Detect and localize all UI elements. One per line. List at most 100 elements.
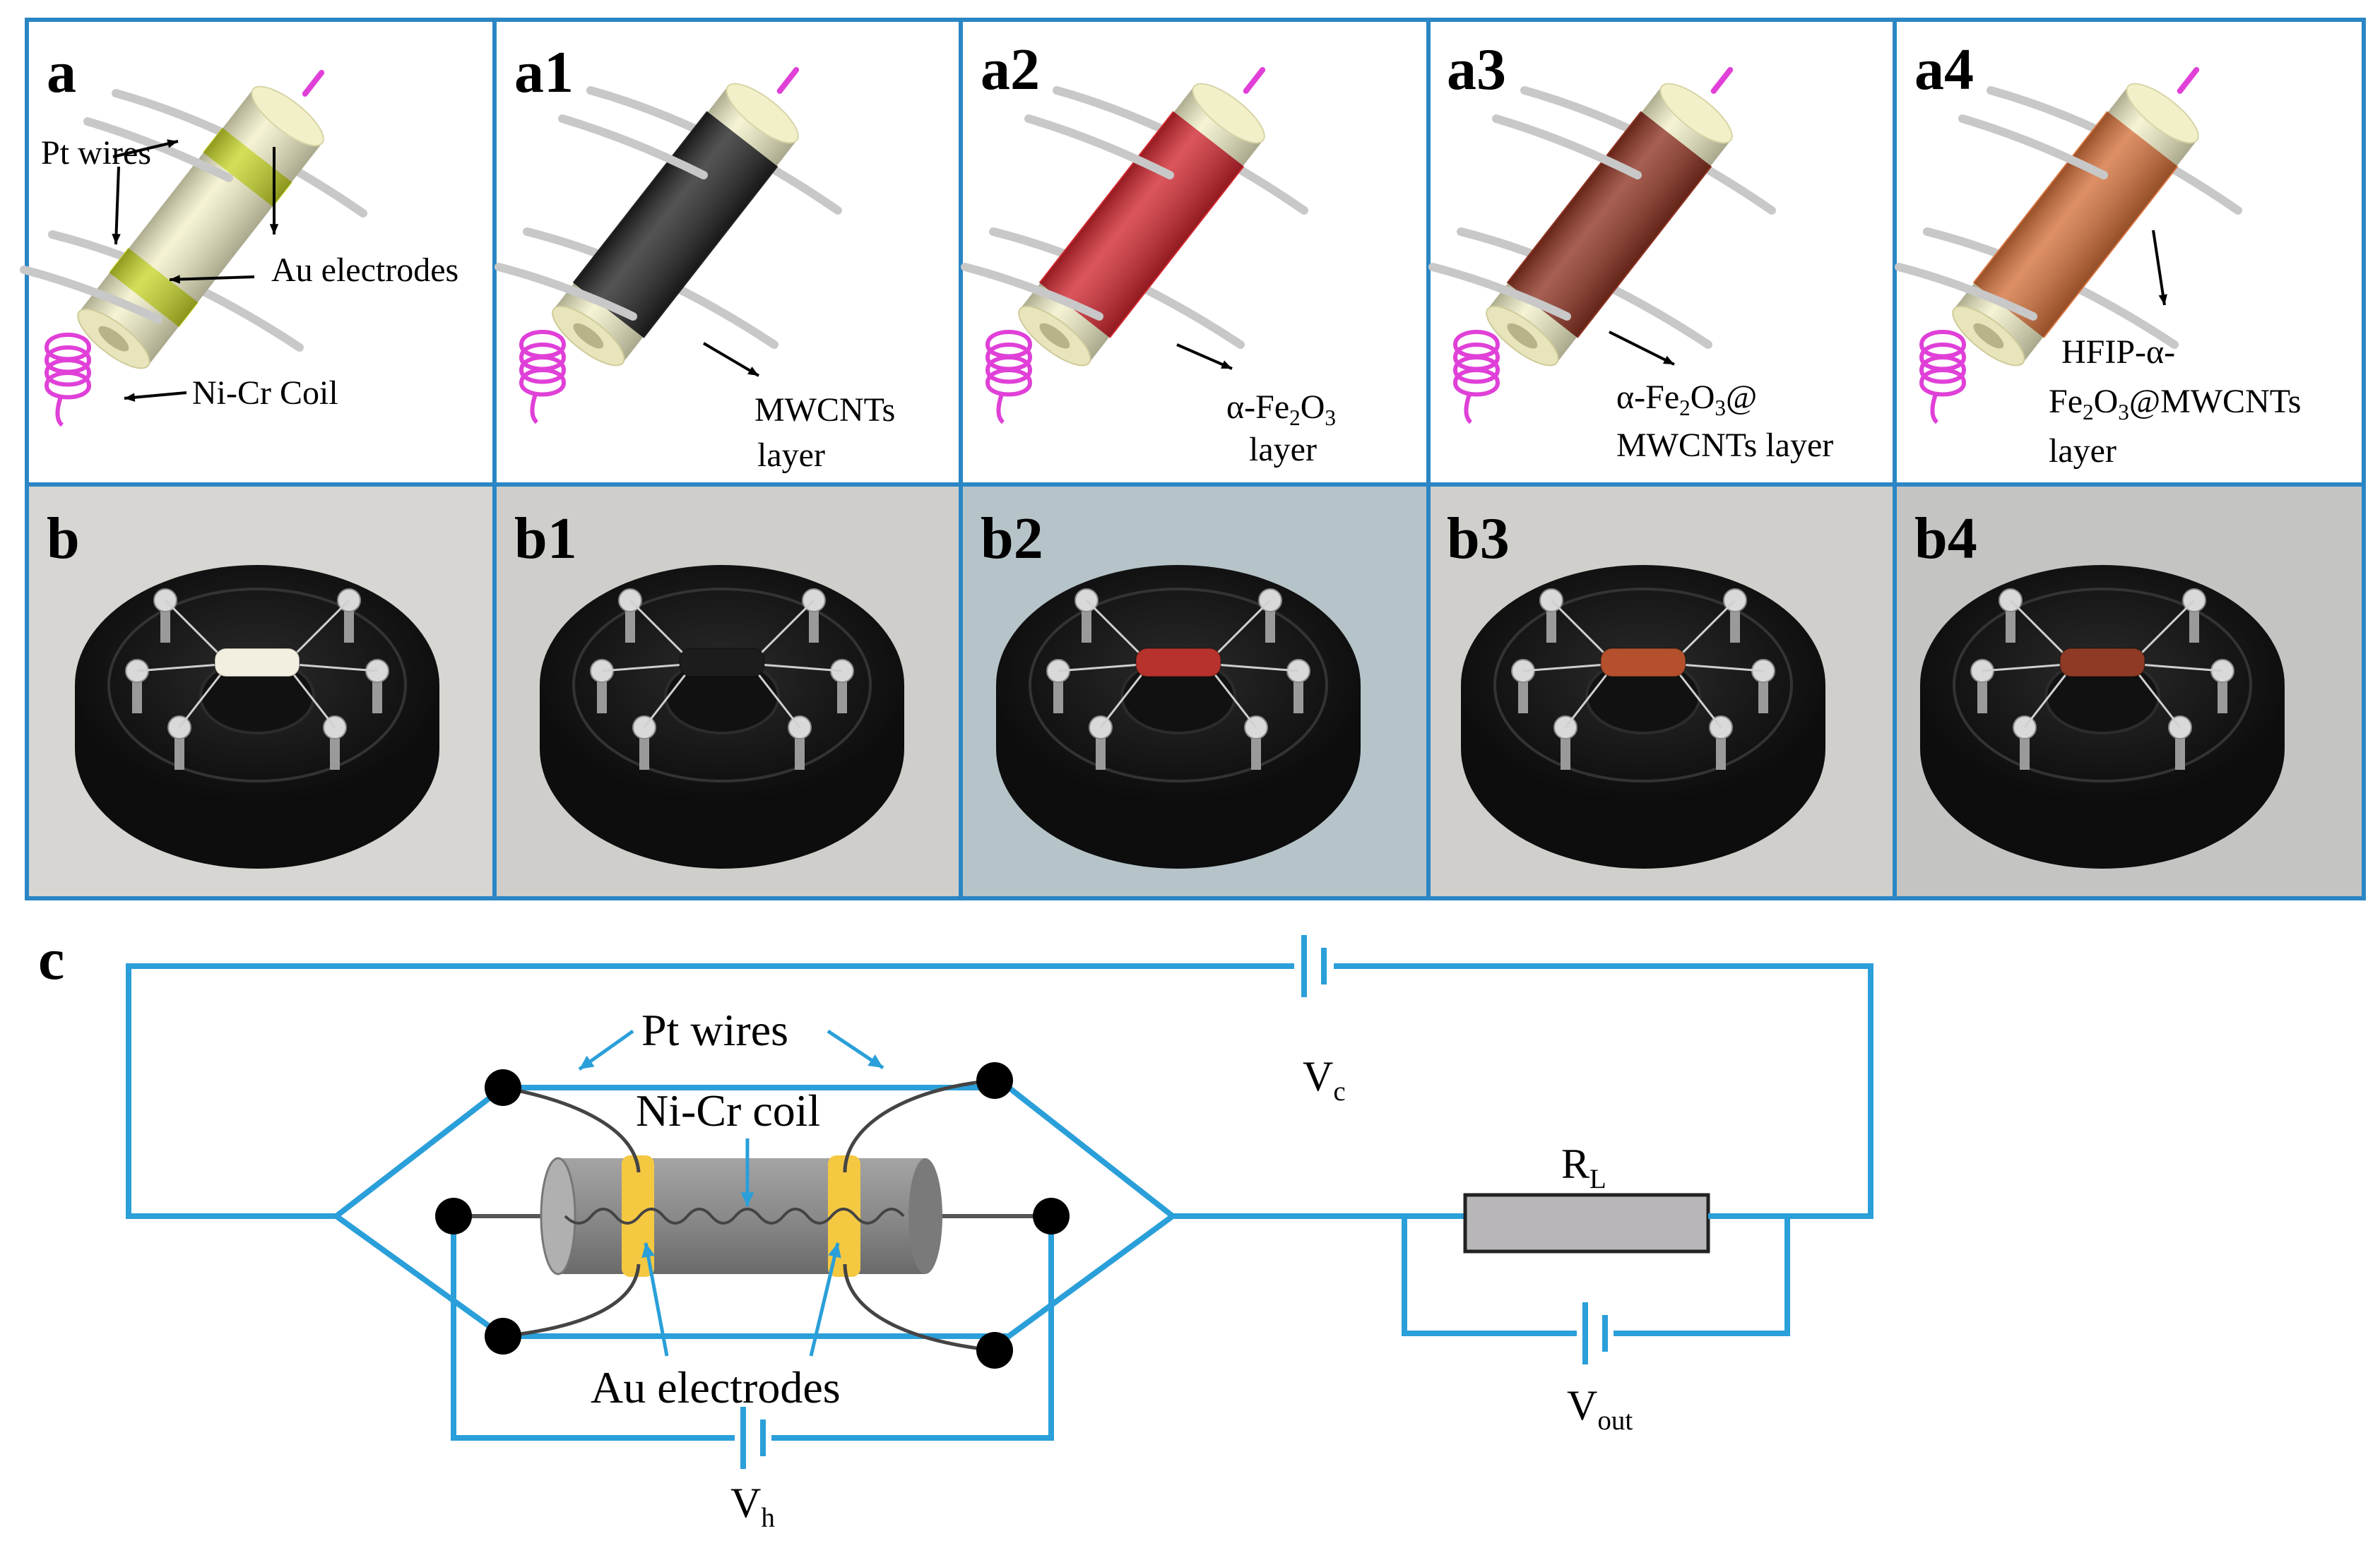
panel-label-b2: b2 <box>981 506 1043 571</box>
tube-bore <box>1507 323 1538 349</box>
pt-wire-2-front2 <box>961 263 1103 321</box>
wire-vh-right <box>771 1216 1054 1441</box>
pt-wire-4-front2 <box>1895 263 2037 321</box>
base-rim <box>1953 588 2252 783</box>
battery-vout <box>1582 1302 1608 1364</box>
coil-loops <box>519 330 567 397</box>
au-electrodes-label: Au electrodes <box>271 251 458 289</box>
pin-wire-2 <box>1982 662 2075 672</box>
panel-label-a1: a1 <box>514 40 574 105</box>
arrow-pt-left-head <box>579 1055 595 1069</box>
coil-tail <box>1464 393 1473 424</box>
ni-cr-coil-0 <box>45 333 92 427</box>
arrow-fe2o3-mwcnts-head <box>1663 355 1674 364</box>
arrow-au-left <box>644 1242 669 1357</box>
coil-loops <box>1919 330 1967 397</box>
sensor-element <box>2059 648 2145 677</box>
panel-label-a: a <box>47 40 76 105</box>
base-rim <box>572 588 872 783</box>
row-a-schematics <box>20 66 2242 427</box>
coil-loops <box>985 330 1033 397</box>
tube-top-cap <box>726 83 799 144</box>
tube-shade <box>1954 86 2197 363</box>
a2-layer-line2: layer <box>1249 431 1317 468</box>
panel-label-b: b <box>47 506 80 571</box>
a3-layer-line1: α-Fe2O3@ <box>1616 379 1757 420</box>
pin-wire-2 <box>1522 662 1616 672</box>
pt-curve-bl <box>502 1263 641 1338</box>
resistor-rl <box>1463 1193 1710 1254</box>
arrow-pt-right-head <box>868 1054 883 1068</box>
sensor-tube-2 <box>1018 66 1266 367</box>
arrow-pt-wire-upper-head <box>167 139 178 148</box>
photo-b1 <box>497 487 959 896</box>
pt-wire-2-front1 <box>1024 114 1174 179</box>
ni-cr-coil-3 <box>1453 330 1500 424</box>
a2-layer-line1: α-Fe2O3 <box>1226 388 1336 430</box>
schematic-a1 <box>495 66 842 424</box>
tube-bore <box>98 326 129 352</box>
terminal-dot-3 <box>976 1062 1013 1099</box>
wire-vout-right <box>1614 1216 1790 1336</box>
arrow-fe2o3-head <box>1221 360 1232 369</box>
circuit-pt-wires <box>435 1062 1070 1369</box>
pin-wire-3 <box>1671 662 1764 672</box>
base-rim <box>1029 588 1328 783</box>
a4-layer-line2: Fe2O3@MWCNTs <box>2049 383 2301 424</box>
photo-b2 <box>963 487 1426 896</box>
sensor-tube-4 <box>1952 66 2200 367</box>
circuit-diagram <box>126 935 1873 1469</box>
pt-wire-3-front2 <box>1428 263 1571 321</box>
pt-curve-tl <box>502 1085 641 1173</box>
coil-tail <box>55 396 64 427</box>
battery-vh <box>740 1407 766 1469</box>
schematic-a3 <box>1428 66 1776 424</box>
arrow-pt-wire-upper <box>112 140 179 158</box>
tube-top-cap <box>251 85 324 147</box>
sensor-tube-1 <box>552 66 800 367</box>
coil-tail <box>996 393 1005 424</box>
sensor-element <box>679 648 765 677</box>
pin-wire-3 <box>2130 662 2223 672</box>
schematic-a <box>20 69 367 427</box>
ni-cr-coil-label: Ni-Cr Coil <box>192 374 338 412</box>
photo-b3 <box>1431 487 1893 896</box>
arrow-au-left-head <box>641 1243 656 1259</box>
pt-wire-0-front2 <box>20 266 162 323</box>
coil-lead-top <box>2177 66 2200 94</box>
arrow-pt-wire-lower <box>114 166 120 245</box>
pt-wires-circuit-label: Pt wires <box>641 1005 788 1055</box>
panel-label-c: c <box>38 927 64 992</box>
sensor-element <box>1135 648 1221 677</box>
terminal-dot-0 <box>485 1069 521 1106</box>
tube-top-cap <box>2126 83 2199 144</box>
panel-label-a4: a4 <box>1914 37 1974 102</box>
a4-layer-line1: HFIP-α- <box>2061 333 2175 371</box>
photo-b <box>29 487 492 896</box>
tube-shade <box>554 86 797 363</box>
rl-label: RL <box>1561 1141 1606 1194</box>
terminal-dot-1 <box>435 1198 472 1234</box>
wire-top-right <box>1334 963 1873 1219</box>
base-rim <box>107 588 407 783</box>
pin-wire-3 <box>750 662 843 672</box>
pin-wire-3 <box>285 662 378 672</box>
sensor-tube-3 <box>1486 66 1734 367</box>
pin-wire-2 <box>1058 662 1151 672</box>
tube-bore <box>573 323 604 349</box>
circuit-heater-wave <box>564 1208 905 1225</box>
base-rim <box>1493 588 1793 783</box>
coil-lead-top <box>1243 66 1266 94</box>
layer-labels: MWCNTs layer α-Fe2O3 layer α-Fe2O3@ MWCN… <box>754 333 2301 474</box>
circuit-labels: c Pt wires Ni-Cr coil Au electrodes Vc R… <box>38 927 1633 1533</box>
pin-wire-2 <box>136 662 230 672</box>
pt-wire-4-front1 <box>1958 114 2108 179</box>
coil-loops <box>45 333 92 400</box>
pin-wire-3 <box>1206 662 1299 672</box>
coil-loops <box>1453 330 1500 397</box>
tube-top-cap <box>1659 83 1733 144</box>
terminal-dot-4 <box>1033 1198 1070 1234</box>
pin-wire-2 <box>601 662 694 672</box>
coil-lead-top <box>776 66 800 94</box>
